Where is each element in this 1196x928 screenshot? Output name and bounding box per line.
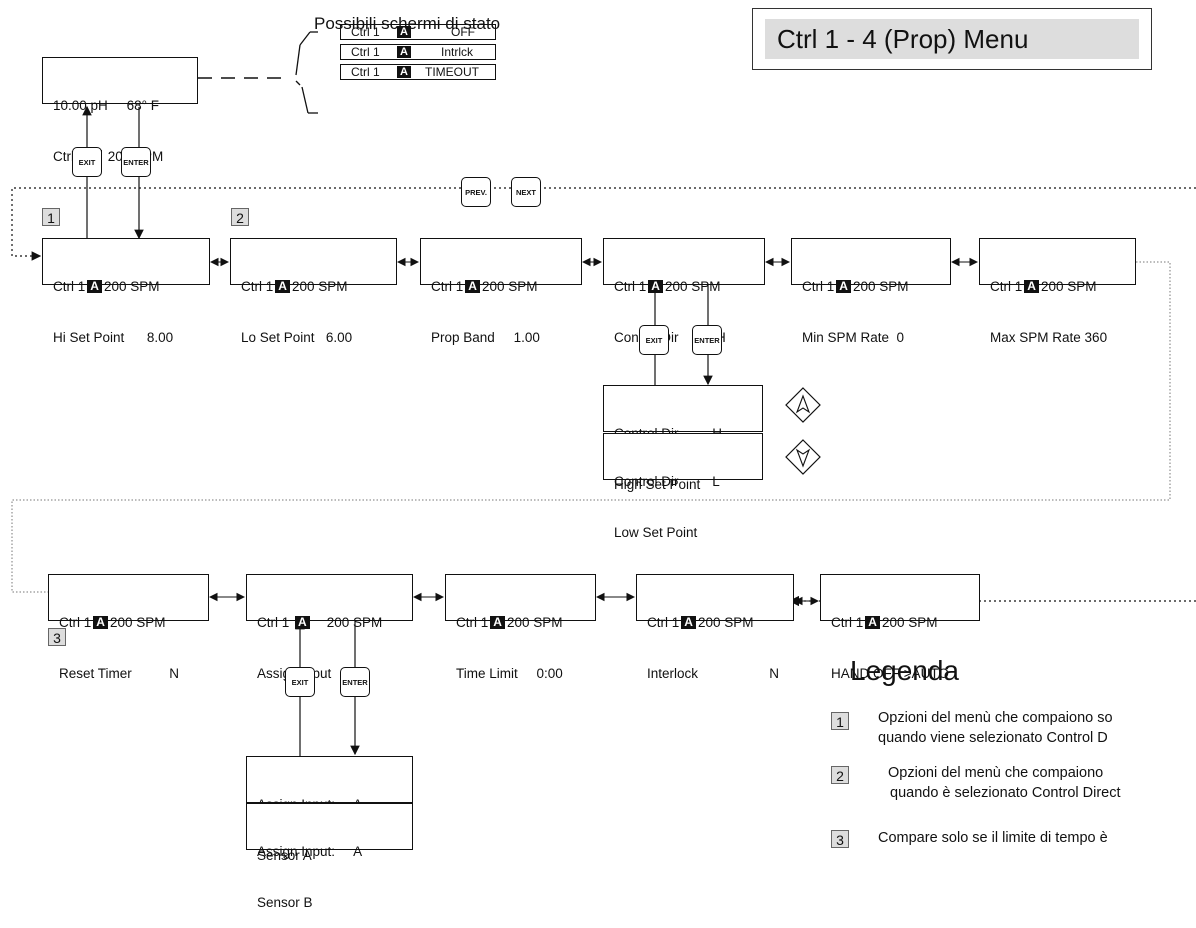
control-dir-exit-key[interactable]: EXIT <box>639 325 669 355</box>
main-display: 10.00 pH 68° F Ctrl 1A 200 SPM <box>42 57 198 164</box>
control-dir-enter-key[interactable]: ENTER <box>692 325 722 355</box>
next-key[interactable]: NEXT <box>511 177 541 207</box>
control-dir-option-high[interactable]: Control Dir H High Set Point <box>603 385 763 492</box>
legend-item-1: Opzioni del menù che compaiono so quando… <box>878 710 1113 746</box>
legend-heading: Legenda <box>850 655 960 686</box>
legend-marker-3: 3 <box>831 830 849 848</box>
legend-item-2: Opzioni del menù che compaiono quando è … <box>888 765 1121 801</box>
menu-title-frame: Ctrl 1 - 4 (Prop) Menu <box>752 8 1152 70</box>
assign-input-option-a[interactable]: Assign Input: A Sensor A <box>246 756 413 863</box>
screen-assign-input[interactable]: Ctrl 1 A 200 SPM Assign Input A <box>246 574 413 681</box>
exit-key[interactable]: EXIT <box>72 147 102 177</box>
assign-input-exit-key[interactable]: EXIT <box>285 667 315 697</box>
up-arrow-key-icon[interactable] <box>785 387 821 423</box>
prev-key[interactable]: PREV. <box>461 177 491 207</box>
legend-item-3: Compare solo se il limite di tempo è <box>878 830 1108 846</box>
assign-input-enter-key[interactable]: ENTER <box>340 667 370 697</box>
legend-marker-1: 1 <box>831 712 849 730</box>
ph-reading: 10.00 pH <box>53 98 108 113</box>
control-dir-option-low[interactable]: Control Dir L Low Set Point <box>603 433 763 540</box>
down-arrow-key-icon[interactable] <box>785 439 821 475</box>
marker-1: 1 <box>42 208 60 226</box>
menu-title: Ctrl 1 - 4 (Prop) Menu <box>765 19 1139 59</box>
assign-input-option-b[interactable]: Assign Input: A Sensor B <box>246 803 413 910</box>
temperature-reading: 68° F <box>126 98 159 113</box>
connector-lines <box>11 31 1196 757</box>
legend-marker-2: 2 <box>831 766 849 784</box>
enter-key[interactable]: ENTER <box>121 147 151 177</box>
marker-3: 3 <box>48 628 66 646</box>
status-screens-caption: Possibili schermi di stato <box>314 14 501 33</box>
marker-2: 2 <box>231 208 249 226</box>
